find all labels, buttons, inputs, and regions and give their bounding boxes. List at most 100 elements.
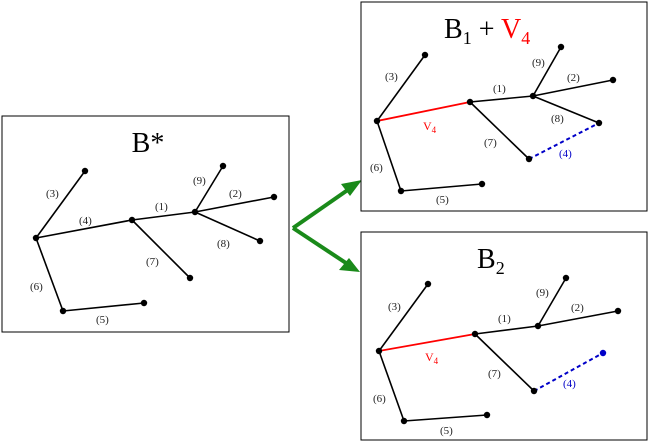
edge-label-4: (4): [79, 215, 92, 227]
title-b-sub: 2: [496, 258, 505, 278]
edge-label-9: (9): [193, 175, 206, 187]
panel-b1-title: B1 + V4: [444, 14, 530, 48]
panel-b2-title: B2: [477, 244, 505, 278]
edge-1: [469, 95, 534, 103]
panel-b-star-title: B*: [132, 128, 165, 159]
panel-b-star-labels: (3) (4) (1) (2) (9) (8) (7) (6) (5): [30, 175, 242, 326]
edge-5: [62, 302, 145, 312]
panel-b-star-nodes: [32, 162, 278, 315]
node: [191, 208, 199, 216]
arrow-to-top: [291, 185, 354, 230]
edge-4: [35, 219, 133, 239]
node: [529, 92, 537, 100]
node: [595, 119, 603, 127]
panel-b-star: B* (3) (4) (1) (2: [1, 115, 290, 333]
node: [471, 330, 479, 338]
panel-b2-nodes: [375, 274, 622, 425]
edge-9: [194, 165, 224, 213]
node: [400, 417, 408, 425]
v4-label-sub: 4: [432, 125, 437, 135]
node: [421, 51, 429, 59]
panel-b1-frame: [360, 1, 648, 212]
edge-1: [131, 211, 196, 221]
panel-b2-edges: [378, 277, 619, 422]
edge-3: [378, 283, 429, 352]
edge-2: [194, 196, 275, 213]
edge-label-6: (6): [373, 393, 386, 405]
edge-label-2: (2): [571, 302, 584, 314]
edge-3: [376, 54, 426, 122]
edge-label-9: (9): [536, 287, 549, 299]
node: [466, 98, 474, 106]
node: [373, 117, 381, 125]
title-v-sub: 4: [521, 28, 530, 48]
title-v: V: [501, 14, 521, 45]
edge-2: [537, 310, 619, 327]
edge-label-5: (5): [436, 194, 449, 206]
edge-9: [537, 277, 567, 327]
edge-label-5: (5): [440, 425, 453, 437]
node: [599, 349, 607, 357]
node: [375, 347, 383, 355]
node: [81, 167, 89, 175]
panel-b1-nodes: [373, 43, 617, 195]
edge-6: [35, 237, 64, 312]
edge-label-7: (7): [488, 368, 501, 380]
edge-label-1: (1): [498, 313, 511, 325]
edge-label-6: (6): [30, 281, 43, 293]
edge-3: [35, 170, 86, 239]
edge-label-3: (3): [46, 188, 59, 200]
panel-b1-edges: [376, 46, 614, 192]
edge-5: [400, 183, 483, 192]
title-plus: +: [472, 14, 501, 45]
edge-label-4: (4): [559, 148, 572, 160]
edge-9: [532, 46, 562, 97]
panel-b2-frame: [360, 231, 648, 441]
node: [270, 193, 278, 201]
node: [483, 411, 491, 419]
edge-label-8: (8): [217, 238, 230, 250]
edge-label-7: (7): [484, 137, 497, 149]
edge-5: [403, 414, 488, 422]
node: [534, 322, 542, 330]
arrow-head-bottom: [339, 258, 360, 272]
title-b-sub: 1: [463, 28, 472, 48]
node: [186, 274, 194, 282]
edge-v4-new: [378, 333, 476, 352]
title-b: B: [477, 244, 496, 275]
transition-arrows: [291, 185, 354, 269]
panel-b2-labels: (3) (1) (2) (9) (7) (4) (6) (5) V4: [373, 287, 584, 437]
edge-4-dashed: [528, 122, 600, 160]
v4-label: V: [423, 119, 432, 133]
edge-label-2: (2): [567, 72, 580, 84]
v4-edge-label: V4: [423, 119, 437, 135]
node: [562, 274, 570, 282]
node: [140, 299, 148, 307]
node: [256, 237, 264, 245]
node: [614, 307, 622, 315]
edge-label-3: (3): [388, 301, 401, 313]
edge-label-8: (8): [551, 113, 564, 125]
v4-label-sub: 4: [434, 356, 439, 366]
node: [424, 280, 432, 288]
v4-edge-label: V4: [425, 350, 439, 366]
edge-label-5: (5): [96, 314, 109, 326]
edge-8: [194, 211, 261, 242]
v4-label: V: [425, 350, 434, 364]
edge-7: [131, 219, 191, 279]
node: [219, 162, 227, 170]
edge-label-3: (3): [385, 71, 398, 83]
node: [32, 234, 40, 242]
edge-7: [474, 333, 535, 392]
edge-label-6: (6): [370, 162, 383, 174]
edge-label-1: (1): [493, 83, 506, 95]
edge-8: [532, 95, 600, 124]
edge-7: [469, 101, 530, 160]
edge-1: [474, 325, 539, 335]
node: [397, 187, 405, 195]
edge-label-1: (1): [155, 201, 168, 213]
node: [530, 387, 538, 395]
edge-label-4: (4): [563, 378, 576, 390]
node: [128, 216, 136, 224]
